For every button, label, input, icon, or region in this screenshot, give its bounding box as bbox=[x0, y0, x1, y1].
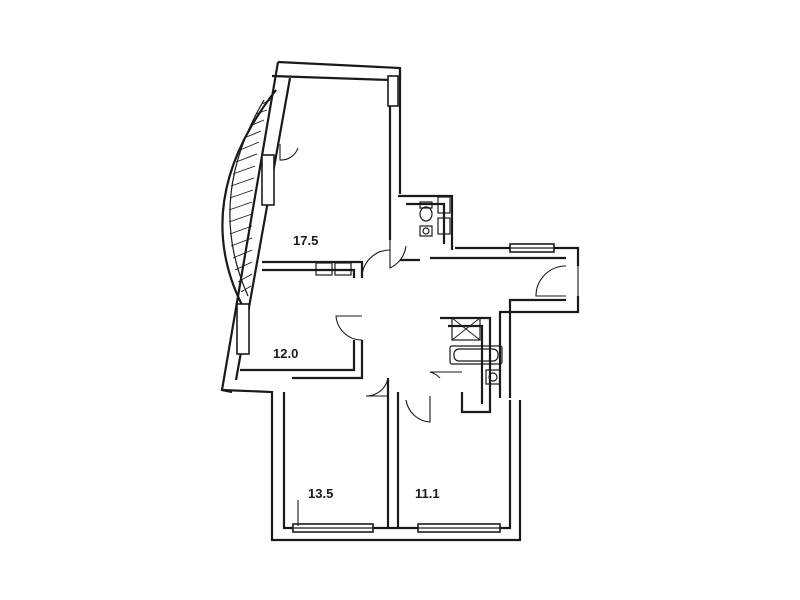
room-area-label: 17.5 bbox=[293, 233, 318, 248]
doors bbox=[279, 144, 579, 526]
exterior-walls bbox=[220, 60, 580, 542]
balcony bbox=[221, 89, 277, 306]
sink-icon bbox=[419, 225, 433, 237]
washbasin-icon bbox=[485, 369, 501, 385]
sanitary-fixtures bbox=[419, 201, 503, 385]
room-area-label: 13.5 bbox=[308, 486, 333, 501]
windows bbox=[236, 75, 555, 533]
interior-walls bbox=[240, 194, 492, 528]
bathtub-icon bbox=[449, 345, 503, 365]
toilet-icon bbox=[419, 201, 433, 222]
room-area-label: 12.0 bbox=[273, 346, 298, 361]
room-area-label: 11.1 bbox=[415, 486, 440, 501]
wardrobes bbox=[315, 196, 481, 341]
